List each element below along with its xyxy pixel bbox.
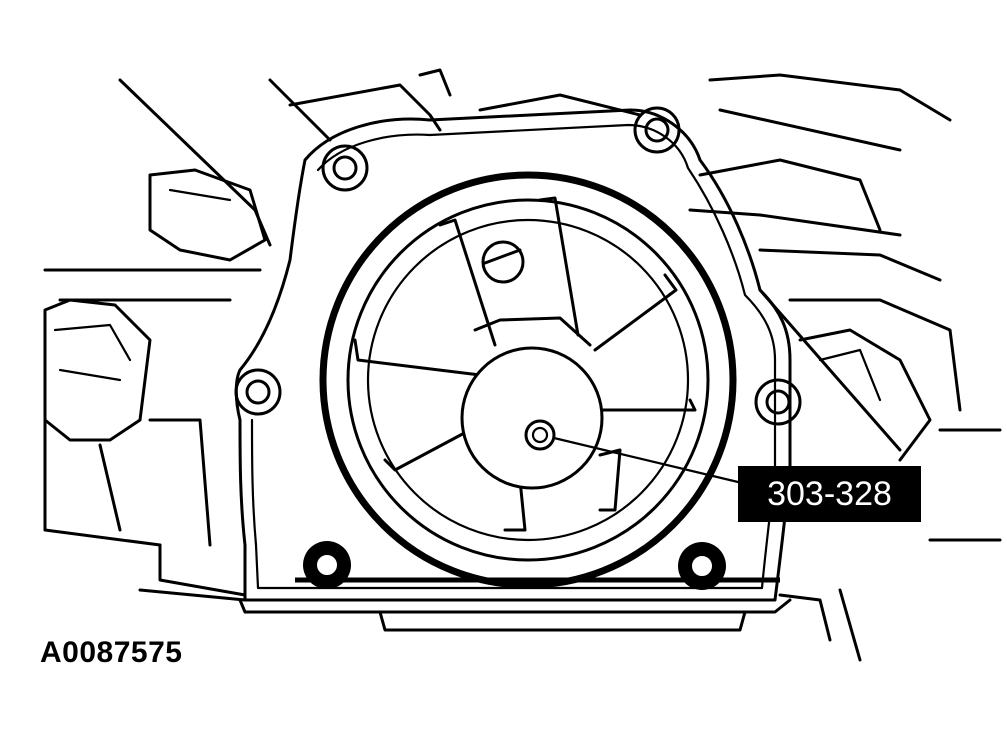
crankshaft-seal [319, 171, 737, 589]
callout-leader-line [552, 436, 740, 484]
engine-block-outline [43, 68, 1002, 662]
bolt-holes [234, 106, 802, 590]
figure-id: A0087575 [40, 636, 183, 669]
tool-number-label: 303-328 [738, 466, 921, 522]
seal-installer-tool [353, 196, 697, 532]
